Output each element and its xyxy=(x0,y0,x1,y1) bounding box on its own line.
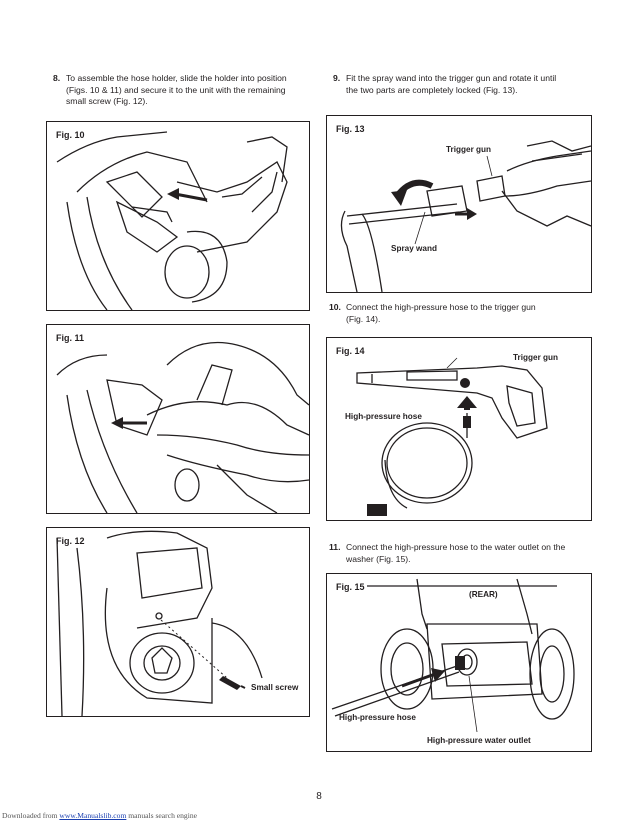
figure-11: Fig. 11 xyxy=(46,324,310,514)
step-text: Connect the high-pressure hose to the tr… xyxy=(346,302,536,324)
step-text: To assemble the hose holder, slide the h… xyxy=(66,73,287,106)
step-text: Fit the spray wand into the trigger gun … xyxy=(346,73,557,95)
figure-15: Fig. 15 (REAR) High-pressure hose High-p… xyxy=(326,573,592,752)
step-number: 8. xyxy=(53,73,61,83)
figure-label: Fig. 12 xyxy=(56,536,85,546)
fig15-illustration xyxy=(331,578,575,733)
callout-trigger-gun: Trigger gun xyxy=(513,353,559,362)
figure-12: Fig. 12 Small screw xyxy=(46,527,310,717)
figure-label: Fig. 10 xyxy=(56,130,85,140)
callout-small-screw: Small screw xyxy=(251,683,299,692)
callout-rear: (REAR) xyxy=(469,590,498,599)
fig12-illustration xyxy=(56,530,263,716)
figure-label: Fig. 13 xyxy=(336,124,365,134)
step-number: 10. xyxy=(329,302,341,312)
callout-high-pressure-hose: High-pressure hose xyxy=(339,713,416,722)
fig13-illustration xyxy=(340,140,591,292)
step-number: 11. xyxy=(329,542,341,552)
fig10-illustration xyxy=(56,131,288,310)
figure-label: Fig. 15 xyxy=(336,582,365,592)
step-number: 9. xyxy=(333,73,341,83)
callout-trigger-gun: Trigger gun xyxy=(446,145,492,154)
fig14-illustration xyxy=(356,357,548,516)
callout-spray-wand: Spray wand xyxy=(391,244,437,253)
figure-label: Fig. 11 xyxy=(56,333,85,343)
download-footer: Downloaded from www.Manualslib.com manua… xyxy=(2,811,198,820)
callout-high-pressure-water-outlet: High-pressure water outlet xyxy=(427,736,531,745)
figure-13: Fig. 13 Trigger gun Spray wand xyxy=(326,115,592,293)
fig11-illustration xyxy=(56,341,309,513)
figure-10: Fig. 10 xyxy=(46,121,310,311)
figure-14: Fig. 14 Trigger gun High-pressure hose xyxy=(326,337,592,521)
figure-label: Fig. 14 xyxy=(336,346,365,356)
page-number: 8 xyxy=(316,791,322,802)
manualslib-link[interactable]: www.Manualslib.com xyxy=(59,811,127,820)
step-text: Connect the high-pressure hose to the wa… xyxy=(346,542,566,564)
callout-high-pressure-hose: High-pressure hose xyxy=(345,412,422,421)
